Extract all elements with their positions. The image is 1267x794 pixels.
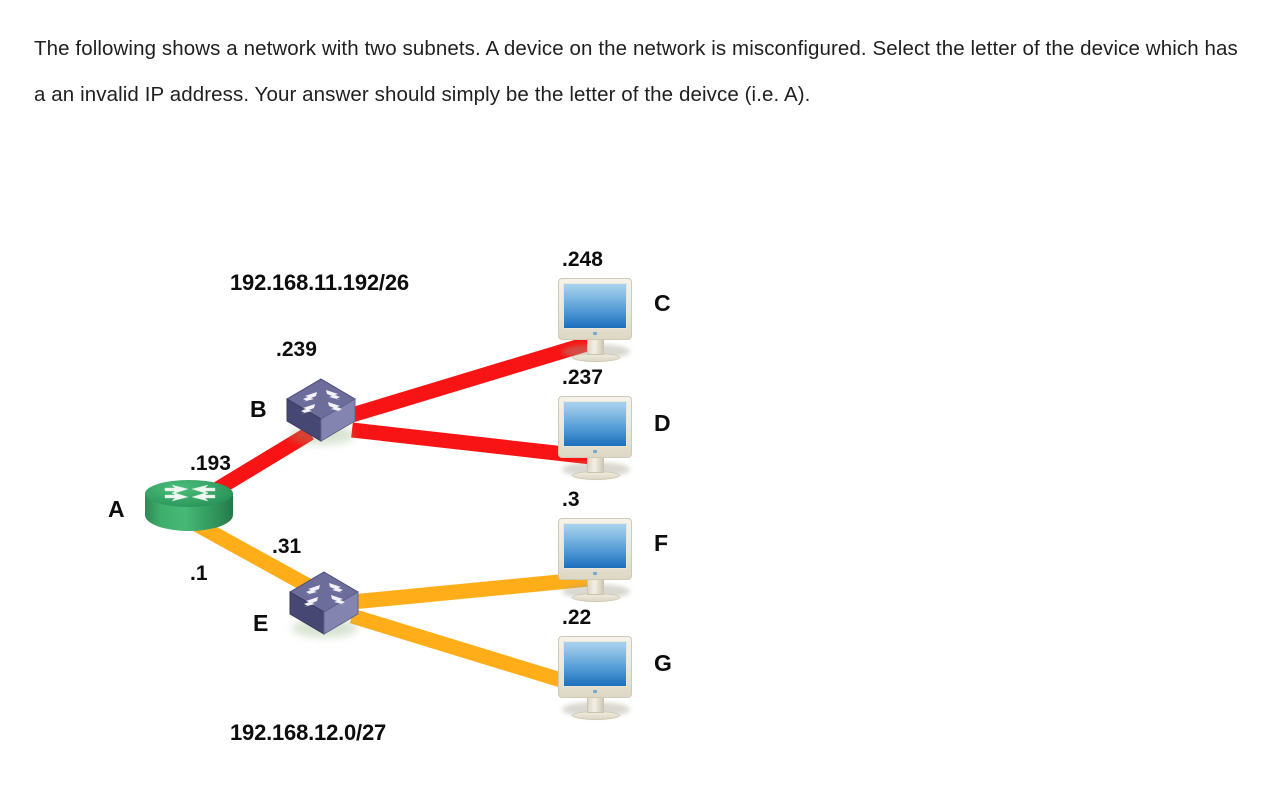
monitor-neck: [587, 697, 604, 713]
interface-ip-a-lower: .1: [190, 562, 208, 585]
device-switch-b[interactable]: [285, 375, 357, 447]
router-arrows-icon: [164, 484, 216, 502]
device-letter-e: E: [253, 610, 269, 636]
device-ip-b: .239: [276, 338, 317, 361]
device-letter-a: A: [108, 496, 125, 522]
monitor-screen: [563, 641, 627, 687]
question-prompt: The following shows a network with two s…: [34, 37, 1238, 106]
monitor-power-led-icon: [593, 690, 597, 693]
device-monitor-g[interactable]: [556, 636, 636, 720]
device-ip-d: .237: [562, 366, 603, 389]
device-letter-b: B: [250, 396, 267, 422]
link-b-c: [349, 332, 603, 423]
subnet-label-lower: 192.168.12.0/27: [230, 720, 387, 745]
subnet-label-upper: 192.168.11.192/26: [230, 270, 409, 295]
device-ip-c: .248: [562, 248, 603, 271]
device-monitor-f[interactable]: [556, 518, 636, 602]
monitor-neck: [587, 457, 604, 473]
device-letter-d: D: [654, 410, 671, 436]
monitor-screen: [563, 283, 627, 329]
monitor-neck: [587, 339, 604, 355]
network-links: [192, 332, 603, 700]
monitor-power-led-icon: [593, 450, 597, 453]
device-ip-f: .3: [562, 488, 580, 511]
router-top: [145, 480, 233, 507]
device-monitor-c[interactable]: [556, 278, 636, 362]
monitor-neck: [587, 579, 604, 595]
device-letter-f: F: [654, 530, 669, 556]
monitor-power-led-icon: [593, 572, 597, 575]
link-e-f: [351, 570, 601, 610]
interface-ip-a-upper: .193: [190, 452, 231, 475]
monitor-screen: [563, 401, 627, 447]
switch-box-icon: [289, 571, 359, 635]
device-ip-g: .22: [562, 606, 592, 629]
device-monitor-d[interactable]: [556, 396, 636, 480]
device-switch-e[interactable]: [288, 568, 360, 640]
device-letter-g: G: [654, 650, 672, 676]
device-ip-e: .31: [272, 535, 302, 558]
device-letter-c: C: [654, 290, 671, 316]
monitor-power-led-icon: [593, 332, 597, 335]
network-diagram: 192.168.11.192/26 192.168.12.0/27 A .193…: [0, 230, 760, 775]
switch-box-icon: [286, 378, 356, 442]
device-router-a[interactable]: [145, 480, 237, 542]
monitor-screen: [563, 523, 627, 569]
link-a-e: [192, 517, 316, 595]
